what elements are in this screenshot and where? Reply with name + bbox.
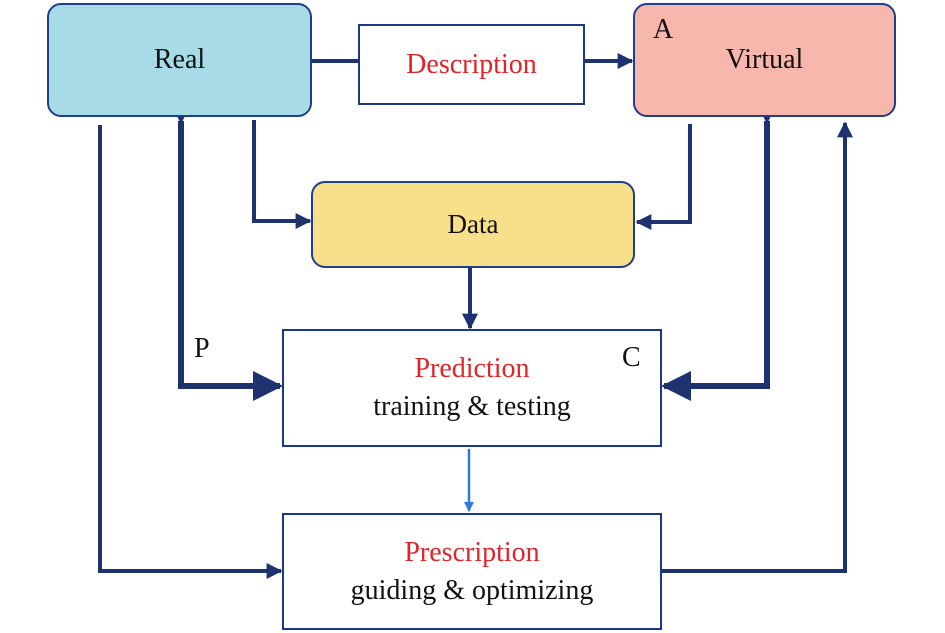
node-data: Data [311,181,635,268]
node-prescription: Prescription guiding & optimizing [282,513,662,630]
node-description-label: Description [406,48,537,80]
edge-real-prediction [166,94,283,401]
node-prediction: Prediction training & testing [282,329,662,447]
marker-p: P [194,333,210,364]
edge-real-prescription [98,125,283,579]
node-prediction-subtitle: training & testing [373,391,571,422]
edge-prescription-virtual [662,121,853,573]
node-real-label: Real [153,44,206,75]
node-prescription-subtitle: guiding & optimizing [350,574,594,606]
marker-c: C [622,342,641,373]
edge-real-data [252,120,312,229]
node-prescription-title: Prescription [404,536,540,568]
node-data-label: Data [447,209,499,239]
edge-virtual-data [635,124,692,230]
node-real: Real [47,3,312,117]
edge-virtual-prediction [661,94,782,401]
node-virtual-label: Virtual [725,44,804,75]
marker-a: A [653,14,674,45]
node-virtual: Virtual [633,3,896,117]
node-prediction-title: Prediction [414,353,530,384]
node-description: Description [358,24,585,105]
